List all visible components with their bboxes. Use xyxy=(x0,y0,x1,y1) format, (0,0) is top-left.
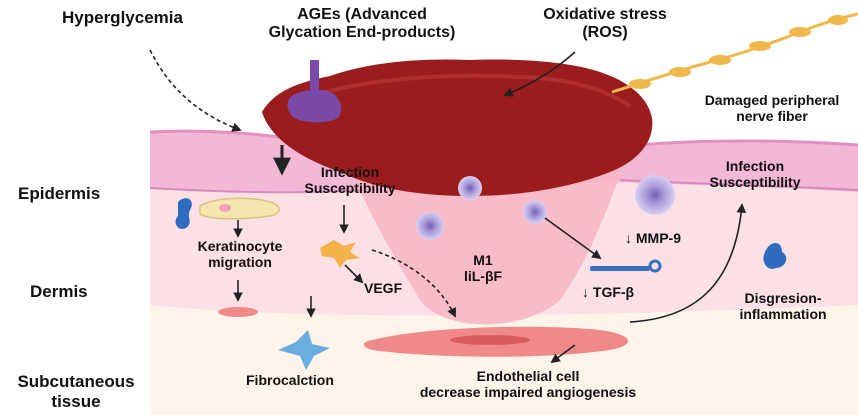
label-tgfb: ↓ TGF-β xyxy=(582,284,635,300)
keratinocyte-icon xyxy=(199,197,280,220)
label-oxidative-stress: Oxidative stress (ROS) xyxy=(530,6,680,43)
tgf-receptor-icon xyxy=(590,259,662,273)
label-subcut-line1: Subcutaneous xyxy=(17,372,135,391)
arrow-infection-right xyxy=(629,203,747,323)
macrophage-icon xyxy=(458,176,482,200)
label-keratinocyte-line2: migration xyxy=(208,254,272,271)
nerve-fiber-icon xyxy=(611,12,858,94)
label-infection-right: Infection Susceptibility xyxy=(690,158,820,190)
label-m1-line2: liL-βF xyxy=(463,268,503,285)
inflammatory-cell-icon xyxy=(763,243,787,269)
label-disgression: Disgresion- inflammation xyxy=(718,290,848,322)
label-m1: M1 liL-βF xyxy=(448,252,518,284)
cell-icon xyxy=(175,198,192,229)
macrophage-icon xyxy=(416,212,444,240)
label-ages-line1: AGEs (Advanced xyxy=(297,6,427,23)
label-endothelial-line2: decrease impaired angiogenesis xyxy=(419,384,637,401)
arrow-endothelial xyxy=(550,344,576,364)
label-keratinocyte: Keratinocyte migration xyxy=(180,238,300,270)
macrophage-icon xyxy=(635,175,675,215)
down-arrow-icon: ↓ xyxy=(582,284,593,300)
label-m1-line1: M1 xyxy=(473,252,493,268)
label-disgression-line2: inflammation xyxy=(739,306,827,323)
label-mmp9: ↓ MMP-9 xyxy=(625,230,682,246)
label-ages-line2: Glycation End-products) xyxy=(268,24,456,42)
label-ox-line2: (ROS) xyxy=(582,24,628,42)
label-infection-left-line2: Susceptibility xyxy=(304,180,396,197)
arrow-ros xyxy=(503,51,576,97)
fibroblast-icon xyxy=(278,330,330,370)
label-hyperglycemia: Hyperglycemia xyxy=(62,8,183,27)
label-vegf: VEGF xyxy=(364,280,403,296)
arrow-hyperglycemia xyxy=(149,49,242,132)
blood-vessel-icon xyxy=(363,326,629,357)
label-disgression-line1: Disgresion- xyxy=(744,290,822,306)
arrow-to-vegf xyxy=(344,264,364,284)
label-endothelial-line1: Endothelial cell xyxy=(476,368,580,384)
label-infection-right-line2: Susceptibility xyxy=(709,174,801,191)
label-dermis: Dermis xyxy=(30,282,88,301)
red-cell-icon xyxy=(218,307,258,317)
scab-highlight xyxy=(299,73,632,108)
label-ages: AGEs (Advanced Glycation End-products) xyxy=(252,6,472,43)
label-nerve-line2: nerve fiber xyxy=(736,108,808,125)
label-damaged-nerve: Damaged peripheral nerve fiber xyxy=(692,92,852,124)
label-fibrocalction: Fibrocalction xyxy=(246,372,334,388)
wound-scab xyxy=(262,59,653,196)
label-subcut-line2: tissue xyxy=(51,391,101,411)
label-epidermis: Epidermis xyxy=(18,184,101,203)
label-ox-line1: Oxidative stress xyxy=(543,6,667,23)
label-subcutaneous: Subcutaneous tissue xyxy=(6,372,146,411)
down-arrow-icon: ↓ xyxy=(625,230,636,246)
arrow-dashed-vessel xyxy=(371,249,456,318)
label-infection-right-line1: Infection xyxy=(725,158,785,174)
label-infection-left: Infection Susceptibility xyxy=(295,164,405,196)
activated-cell-icon xyxy=(320,240,360,268)
macrophage-icon xyxy=(523,200,547,224)
label-nerve-line1: Damaged peripheral xyxy=(704,92,840,108)
label-endothelial: Endothelial cell decrease impaired angio… xyxy=(408,368,648,400)
label-keratinocyte-line1: Keratinocyte xyxy=(197,238,283,254)
ages-molecule-icon xyxy=(287,60,342,123)
arrow-macrophage-tgf xyxy=(544,217,602,260)
label-infection-left-line1: Infection xyxy=(320,164,380,180)
